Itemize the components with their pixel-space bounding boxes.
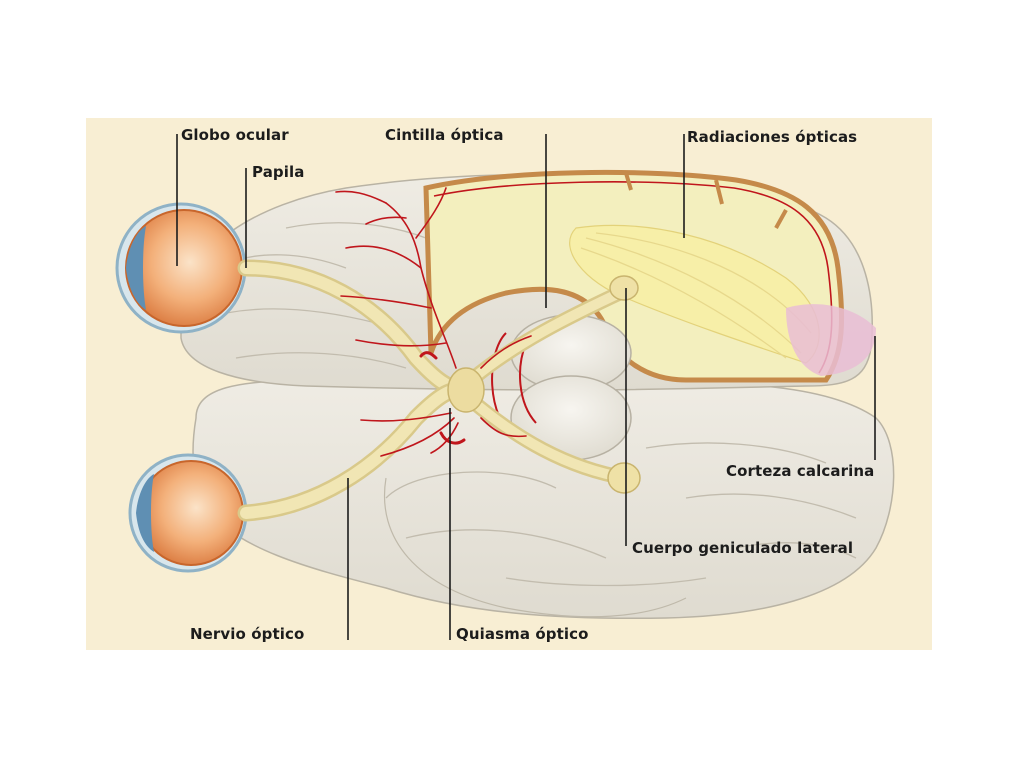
brain-lower-hemisphere	[192, 379, 895, 620]
blood-vessels	[335, 187, 532, 457]
visual-pathway-nerves	[237, 259, 634, 522]
optic-chiasm	[447, 367, 485, 413]
eyeball-lower	[128, 453, 248, 573]
label-cuerpo-geniculado-lateral: Cuerpo geniculado lateral	[632, 539, 854, 557]
label-papila: Papila	[252, 163, 305, 181]
leader-lines	[176, 134, 876, 640]
eyeball-upper	[115, 202, 247, 334]
label-corteza-calcarina: Corteza calcarina	[726, 462, 875, 480]
label-globo-ocular: Globo ocular	[181, 126, 289, 144]
lateral-geniculate-upper	[609, 275, 639, 301]
label-quiasma-optico: Quiasma óptico	[456, 625, 589, 643]
lateral-geniculate-lower	[607, 462, 641, 494]
label-radiaciones-opticas: Radiaciones ópticas	[687, 128, 858, 146]
visual-pathway-illustration	[115, 134, 895, 640]
cortex-section	[423, 169, 876, 383]
label-nervio-optico: Nervio óptico	[190, 625, 305, 643]
label-cintilla-optica: Cintilla óptica	[385, 126, 504, 144]
anatomy-figure: Globo ocular Papila Cintilla óptica Radi…	[86, 118, 932, 650]
